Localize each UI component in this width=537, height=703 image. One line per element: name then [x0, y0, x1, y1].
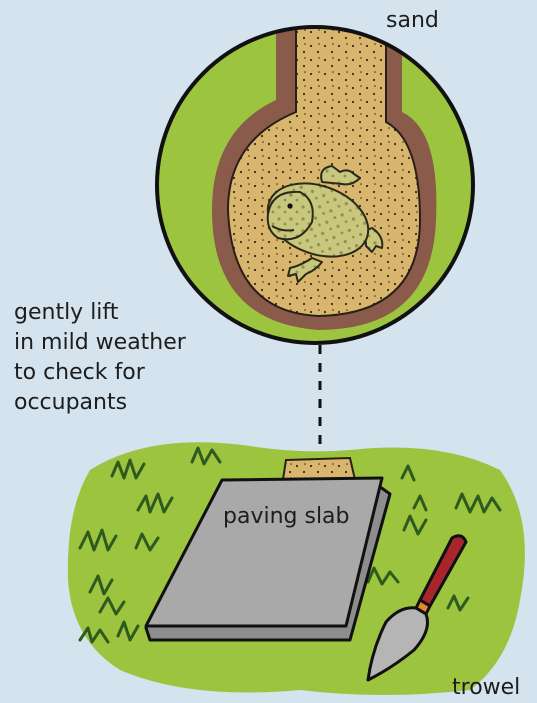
note-line-2: in mild weather: [14, 328, 186, 358]
cross-section-circle: [157, 20, 473, 343]
note-line-3: to check for: [14, 358, 186, 388]
instruction-note: gently lift in mild weather to check for…: [14, 298, 186, 418]
note-line-4: occupants: [14, 388, 186, 418]
sand-label: sand: [386, 6, 439, 36]
note-line-1: gently lift: [14, 298, 186, 328]
paving-slab-label: paving slab: [223, 502, 350, 532]
trowel-label: trowel: [452, 673, 520, 703]
